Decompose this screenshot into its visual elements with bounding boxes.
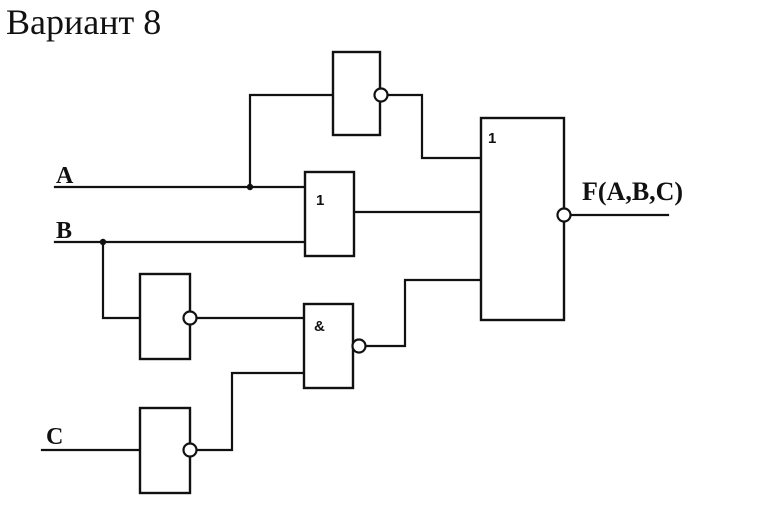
input-label-c: C	[46, 424, 63, 450]
or-gate-big-label: 1	[488, 130, 496, 147]
or-gate-small: 1	[303, 170, 356, 258]
wire-not-bottom-to-and	[195, 371, 306, 452]
wire-b-branch-to-not-mid	[101, 240, 142, 320]
page-title: Вариант 8	[6, 2, 162, 42]
input-label-b: B	[56, 218, 72, 244]
or-gate-big-bubble	[556, 207, 572, 223]
input-label-a: A	[56, 163, 74, 189]
wire-and-to-or-big	[363, 278, 483, 348]
output-label: F(A,B,C)	[582, 177, 683, 206]
not-gate-top-bubble	[373, 87, 389, 103]
and-gate-label: &	[314, 318, 325, 335]
and-gate: &	[302, 302, 367, 390]
or-gate-big: 1	[479, 116, 572, 322]
not-gate-bottom-bubble	[182, 442, 198, 458]
wire-not-top-to-or-big	[386, 93, 483, 160]
junction-a	[246, 183, 254, 191]
not-gate-middle-bubble	[182, 310, 198, 326]
wire-a-branch-to-not-top	[248, 93, 335, 189]
not-gate-middle	[138, 272, 198, 361]
or-gate-small-label: 1	[316, 192, 324, 209]
and-gate-bubble	[351, 338, 367, 354]
junction-b	[99, 238, 107, 246]
not-gate-bottom	[138, 406, 198, 495]
not-gate-top	[331, 50, 389, 137]
